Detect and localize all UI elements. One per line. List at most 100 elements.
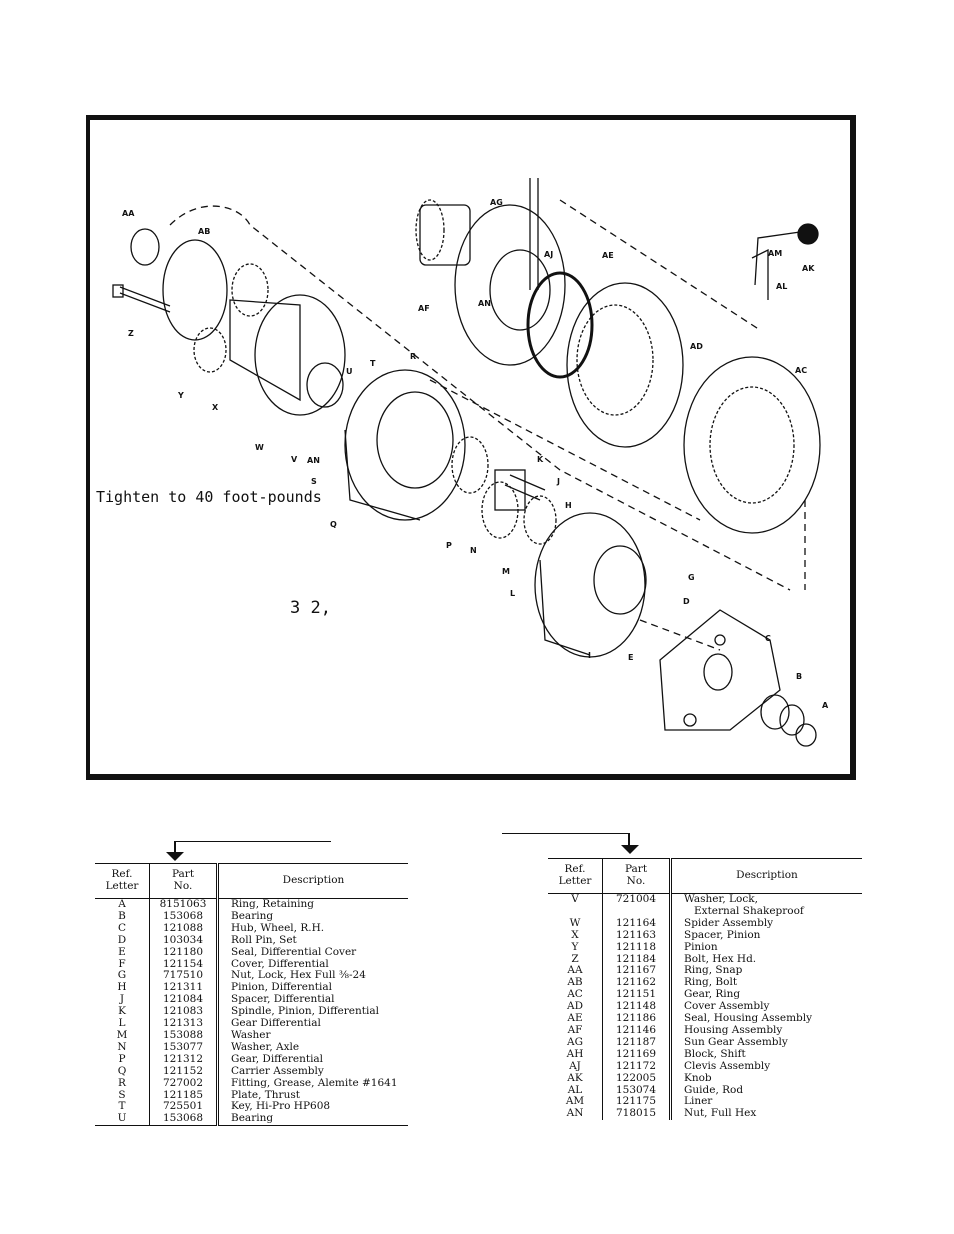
ref-letter-cell: AK (548, 1072, 603, 1085)
left-table-pointer-line (174, 841, 331, 842)
part-number-cell: 121185 (149, 1089, 219, 1102)
ref-letter-cell: A (95, 898, 150, 911)
ref-letter-cell: AD (548, 1000, 603, 1014)
ref-letter-cell: R (95, 1077, 150, 1090)
part-number-cell (602, 905, 672, 918)
ref-letter-cell: T (95, 1101, 150, 1114)
part-number-cell: 121311 (149, 981, 219, 995)
description-cell: Clevis Assembly (684, 1059, 771, 1072)
svg-text:AN: AN (478, 299, 491, 308)
part-number-cell: 121148 (602, 1000, 672, 1014)
part-number-cell: 721004 (602, 893, 672, 906)
header-part-no: Part No. (602, 858, 672, 894)
description-cell: Guide, Rod (684, 1083, 744, 1096)
svg-text:AL: AL (776, 282, 787, 291)
ref-letter-cell: AE (548, 1012, 603, 1025)
ref-letter-cell: AC (548, 988, 603, 1002)
ref-letter-cell: X (548, 929, 603, 942)
description-cell: Bearing (231, 909, 274, 922)
svg-text:S: S (311, 477, 317, 486)
header-ref-letter: Ref. Letter (95, 863, 150, 899)
svg-text:E: E (628, 653, 633, 662)
part-number-cell: 121088 (149, 922, 219, 935)
ref-letter-cell: P (95, 1053, 150, 1066)
part-number-cell: 121172 (602, 1060, 672, 1073)
part-number-cell: 718015 (602, 1107, 672, 1121)
description-cell: Liner (684, 1095, 713, 1108)
description-cell: Key, Hi-Pro HP608 (231, 1100, 331, 1113)
torque-note: Tighten to 40 foot-pounds (96, 488, 322, 506)
ref-letter-cell: AH (548, 1048, 603, 1061)
svg-text:V: V (291, 455, 298, 464)
assembly-guide-line (169, 205, 791, 591)
part-number-cell: 121187 (602, 1036, 672, 1049)
ref-letter-cell: M (95, 1029, 150, 1042)
description-cell: Plate, Thrust (231, 1088, 300, 1101)
description-cell: Knob (684, 1071, 712, 1084)
part-number-cell: 121151 (602, 988, 672, 1002)
ref-letter-cell: W (548, 917, 603, 930)
ref-letter-cell: U (95, 1112, 150, 1126)
part-number-cell: 717510 (149, 970, 219, 983)
description-cell: Seal, Differential Cover (231, 945, 357, 958)
svg-text:D: D (683, 597, 690, 606)
part-number-cell: 153088 (149, 1029, 219, 1042)
part-number-cell: 121162 (602, 976, 672, 990)
part-number-cell: 153074 (602, 1084, 672, 1097)
ref-letter-cell: Z (548, 953, 603, 966)
header-ref-letter: Ref. Letter (548, 858, 603, 894)
right-table-arrow-icon (621, 845, 639, 854)
description-cell: Nut, Lock, Hex Full ⅜-24 (231, 969, 366, 982)
part-number-cell: 121175 (602, 1096, 672, 1109)
svg-text:AJ: AJ (544, 250, 553, 259)
ref-letter-cell: C (95, 922, 150, 935)
part-number-cell: 153068 (149, 910, 219, 923)
svg-text:AD: AD (690, 342, 703, 351)
svg-text:T: T (370, 359, 376, 368)
snap-ring-part (130, 228, 160, 266)
description-cell: Ring, Retaining (231, 898, 314, 910)
description-cell: Bearing (231, 1112, 274, 1125)
svg-text:N: N (470, 546, 477, 555)
svg-text:C: C (765, 634, 771, 643)
svg-text:Q: Q (330, 520, 337, 529)
left-table-pointer-stem (174, 841, 176, 853)
description-cell: Pinion, Differential (231, 981, 332, 994)
ref-letter-cell: J (95, 993, 150, 1007)
ref-letter-cell: AA (548, 965, 603, 978)
description-cell: Ring, Snap (684, 964, 743, 977)
description-cell: Hub, Wheel, R.H. (231, 921, 325, 934)
description-cell: Washer, Lock, (684, 893, 758, 905)
part-number-cell: 103034 (149, 934, 219, 947)
description-cell: Fitting, Grease, Alemite #1641 (231, 1076, 398, 1089)
ref-letter-cell: K (95, 1005, 150, 1019)
svg-text:AN: AN (307, 456, 320, 465)
ref-letter-cell: Y (548, 941, 603, 954)
ref-letter-cell: G (95, 970, 150, 983)
svg-text:M: M (502, 567, 510, 576)
svg-text:AE: AE (602, 251, 614, 260)
part-number-cell: 121312 (149, 1053, 219, 1066)
part-number-cell: 725501 (149, 1101, 219, 1114)
svg-text:L: L (510, 589, 515, 598)
